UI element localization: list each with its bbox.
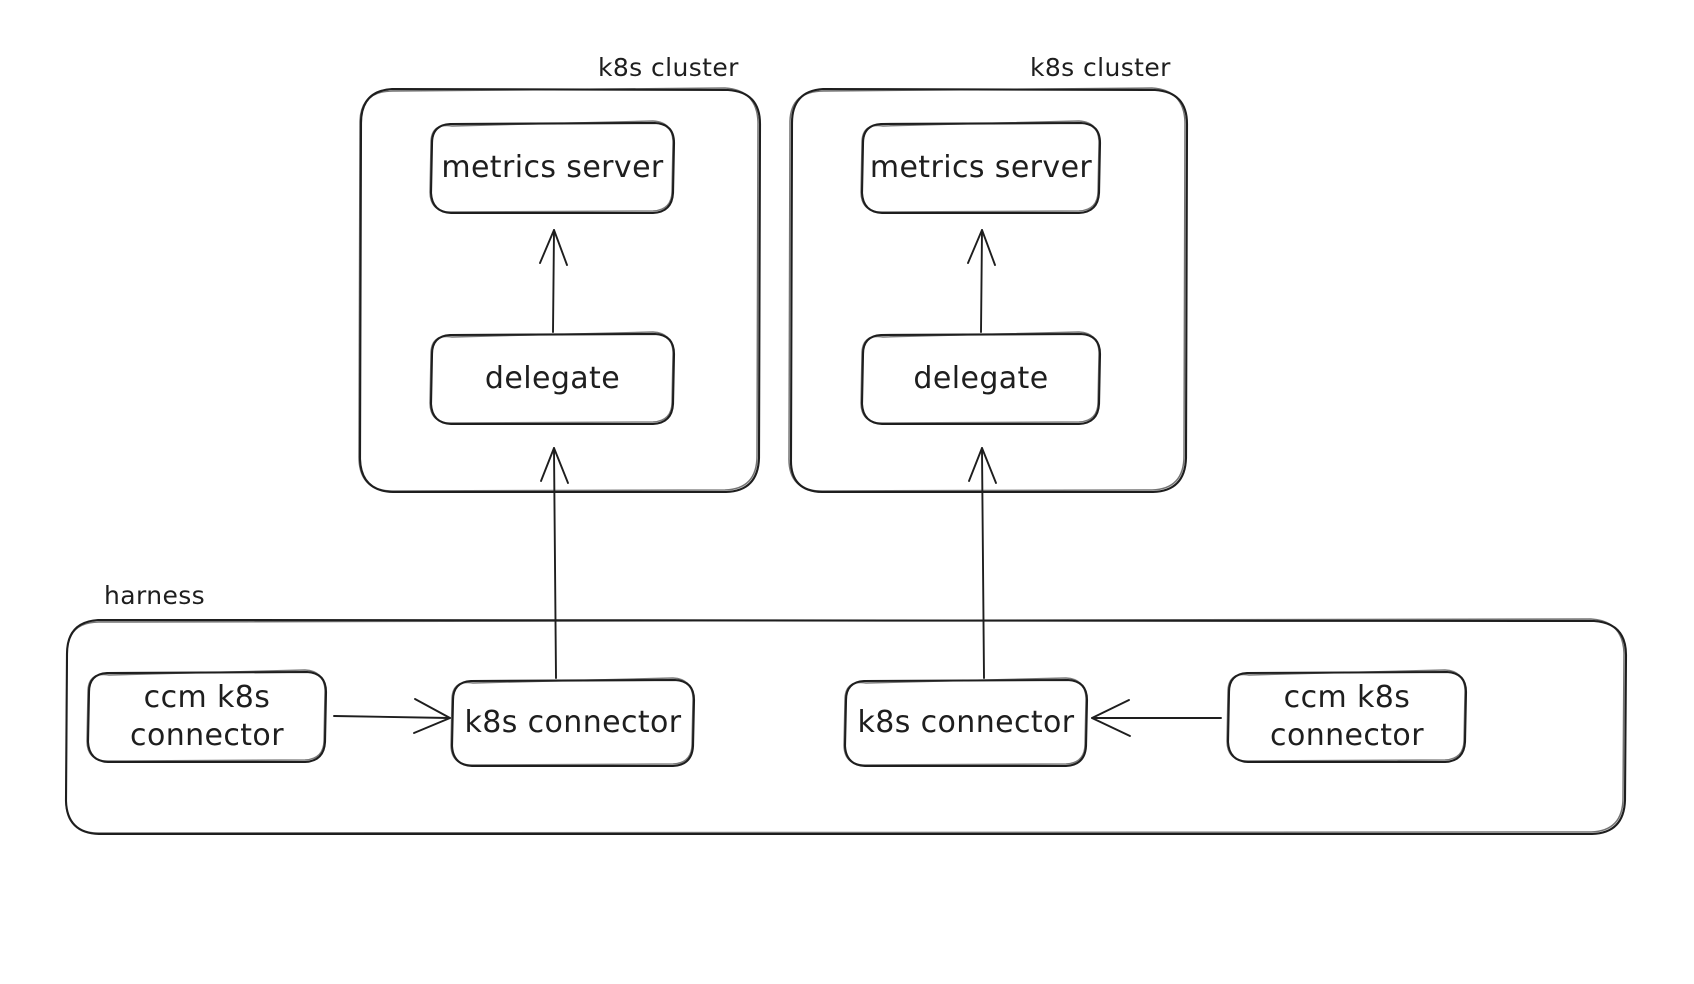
node-box-k8s-connector-right[interactable] [843,677,1089,768]
node-box-metrics-server-right[interactable] [860,120,1102,215]
edge-delegate-to-metrics-server-right [967,229,996,333]
edge-ccm-to-k8s-connector-right [1091,699,1222,737]
node-box-delegate-left[interactable] [429,331,676,426]
node-box-k8s-connector-left[interactable] [450,677,696,768]
edge-k8s-connector-to-delegate-right [968,447,997,679]
group-k8s-cluster-right [788,87,1189,494]
edge-k8s-connector-to-delegate-left [540,447,569,679]
edge-delegate-to-metrics-server-left [539,229,568,333]
node-box-metrics-server-left[interactable] [429,120,676,215]
node-box-delegate-right[interactable] [860,331,1102,426]
node-box-ccm-k8s-connector-left[interactable] [86,669,328,764]
node-box-ccm-k8s-connector-right[interactable] [1226,669,1468,764]
group-k8s-cluster-left [358,87,762,494]
edge-ccm-to-k8s-connector-left [333,698,451,734]
group-harness [64,618,1628,836]
